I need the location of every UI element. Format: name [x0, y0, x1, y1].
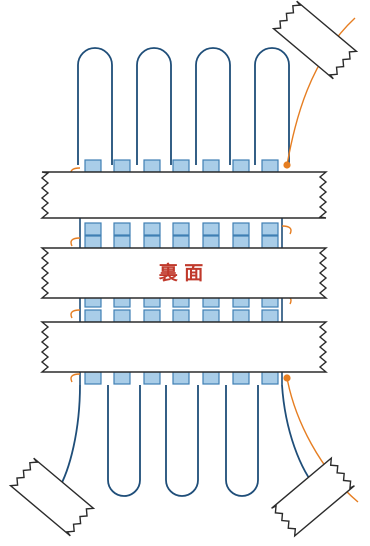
- bottom-loop-3: [225, 385, 259, 497]
- stitch-square: [261, 235, 279, 249]
- bottom-loop-1: [107, 385, 141, 497]
- stitch-square: [172, 222, 190, 236]
- stitch-square: [232, 309, 250, 323]
- corner-tape-top-right: [271, 0, 359, 80]
- top-yarn-loops: [77, 47, 290, 165]
- orange-thread: [70, 17, 359, 503]
- stitch-square: [172, 371, 190, 385]
- bottom-outer-strand-left: [57, 384, 81, 491]
- corner-tape-bottom-right: [271, 456, 355, 538]
- stitch-square: [202, 222, 220, 236]
- stitch-square: [113, 309, 131, 323]
- stitch-square: [84, 159, 102, 173]
- stitch-square: [261, 159, 279, 173]
- corner-tapes: [8, 0, 359, 538]
- stitch-square: [143, 309, 161, 323]
- corner-tape-bottom-left: [8, 457, 96, 537]
- bottom-loop-2: [165, 385, 199, 497]
- stitch-square: [261, 371, 279, 385]
- stitch-square: [202, 371, 220, 385]
- masking-tape-strip: [40, 171, 328, 219]
- stitch-square: [172, 159, 190, 173]
- top-loop-4: [254, 47, 290, 165]
- top-knot-dot: [283, 161, 291, 169]
- stitch-square: [143, 222, 161, 236]
- stitch-square: [143, 159, 161, 173]
- stitch-square: [113, 222, 131, 236]
- thread-left-hooks: [70, 167, 81, 383]
- top-loop-3: [195, 47, 231, 165]
- stitch-square: [232, 235, 250, 249]
- thread-top: [286, 17, 356, 166]
- stitch-square: [232, 222, 250, 236]
- masking-tapes: [40, 171, 328, 373]
- stitch-square: [84, 222, 102, 236]
- stitch-squares: [84, 159, 279, 385]
- stitch-square: [232, 159, 250, 173]
- stitch-square: [143, 371, 161, 385]
- stitch-square: [84, 371, 102, 385]
- stitch-square: [172, 235, 190, 249]
- stitch-square: [143, 235, 161, 249]
- masking-tape-strip: [40, 247, 328, 299]
- stitch-square: [84, 235, 102, 249]
- stitch-square: [202, 159, 220, 173]
- stitch-square: [113, 159, 131, 173]
- bottom-knot-dot: [283, 374, 291, 382]
- stitch-square: [261, 222, 279, 236]
- stitch-square: [113, 235, 131, 249]
- stitch-square: [84, 309, 102, 323]
- masking-tape-strip: [40, 321, 328, 373]
- top-loop-2: [136, 47, 172, 165]
- reverse-side-label: 裏 面: [158, 261, 204, 284]
- bottom-yarn-loops: [57, 384, 319, 497]
- stitch-square: [202, 309, 220, 323]
- stitch-square: [261, 309, 279, 323]
- stitch-square: [202, 235, 220, 249]
- stitch-square: [172, 309, 190, 323]
- stitch-square: [232, 371, 250, 385]
- top-loop-1: [77, 47, 113, 165]
- stitch-square: [113, 371, 131, 385]
